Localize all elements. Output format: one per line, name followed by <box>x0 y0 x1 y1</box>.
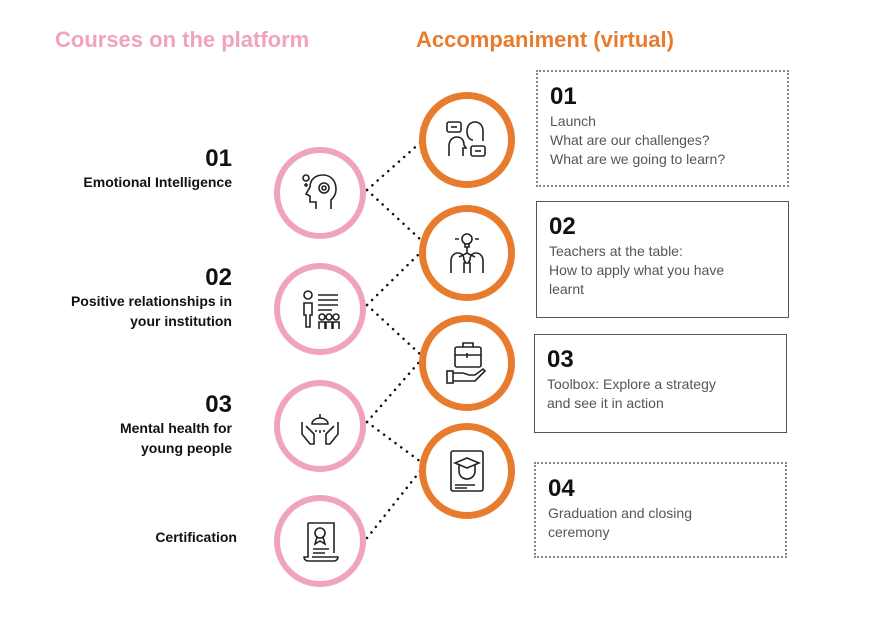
course-1: 01 Emotional Intelligence <box>83 146 232 192</box>
course-number: 02 <box>205 264 232 291</box>
head-gear-icon <box>274 147 366 239</box>
connector-c3-s4 <box>365 420 423 464</box>
step-3-box: 03 Toolbox: Explore a strategy and see i… <box>534 334 787 433</box>
connector-c1-s2 <box>365 188 423 242</box>
step-text: Launch What are our challenges? What are… <box>550 113 726 167</box>
step-number: 03 <box>547 346 574 373</box>
course-4: Certification <box>155 527 237 547</box>
certificate-scroll-icon <box>274 495 366 587</box>
course-label: Positive relationships in your instituti… <box>70 293 232 329</box>
step-text: Teachers at the table: How to apply what… <box>549 243 725 297</box>
course-3: 03 Mental health for young people <box>120 392 232 458</box>
idea-sharing-icon <box>419 205 515 301</box>
graduation-book-icon <box>419 423 515 519</box>
course-label: Mental health for young people <box>119 420 232 456</box>
connector-c2-s2 <box>365 250 423 307</box>
course-label: Certification <box>155 529 237 545</box>
accompaniment-heading: Accompaniment (virtual) <box>416 27 674 52</box>
step-text: Graduation and closing ceremony <box>548 505 692 540</box>
courses-heading: Courses on the platform <box>55 27 310 52</box>
connector-c1-s1 <box>365 140 423 192</box>
step-number: 01 <box>550 83 577 110</box>
step-text: Toolbox: Explore a strategy and see it i… <box>547 376 716 411</box>
toolbox-hand-icon <box>419 315 515 411</box>
hands-care-icon <box>274 380 366 472</box>
step-2-box: 02 Teachers at the table: How to apply w… <box>536 201 789 318</box>
conversation-icon <box>419 92 515 188</box>
connector-c2-s3 <box>365 303 423 357</box>
step-number: 02 <box>549 213 576 240</box>
connector-c4-s4 <box>365 468 423 540</box>
step-1-box: 01 Launch What are our challenges? What … <box>536 70 789 187</box>
course-2: 02 Positive relationships in your instit… <box>71 265 232 331</box>
step-number: 04 <box>548 475 575 502</box>
course-number: 01 <box>205 145 232 172</box>
course-label: Emotional Intelligence <box>83 174 232 190</box>
course-number: 03 <box>205 391 232 418</box>
connector-c3-s3 <box>365 358 423 424</box>
step-4-box: 04 Graduation and closing ceremony <box>534 462 787 558</box>
teacher-students-icon <box>274 263 366 355</box>
